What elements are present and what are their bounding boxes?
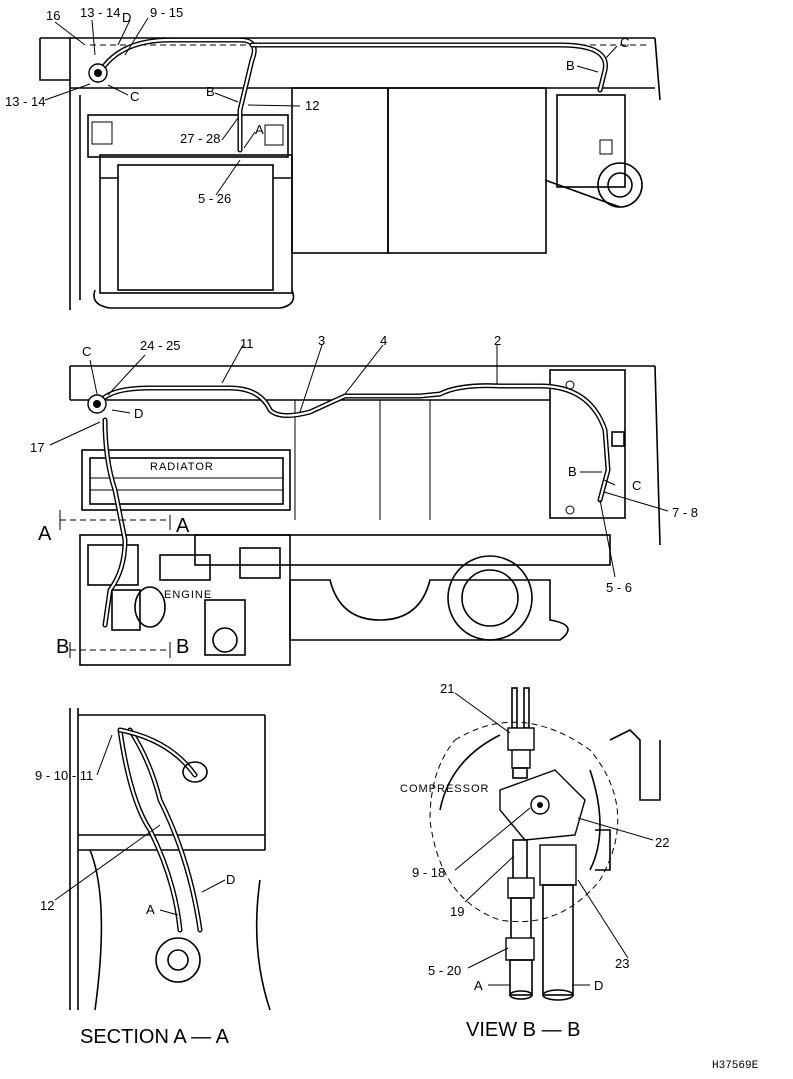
callout-27-28: 27 - 28 <box>180 131 220 146</box>
callout-c-top: C <box>130 89 139 104</box>
radiator-label: RADIATOR <box>150 461 214 473</box>
callout-c-right: C <box>620 35 629 50</box>
section-marker-b-right: B <box>176 636 189 658</box>
drawing-number: H37569E <box>712 1060 759 1072</box>
callout-a-view: A <box>474 978 483 993</box>
callout-d-section: D <box>226 872 235 887</box>
callout-23: 23 <box>615 956 629 971</box>
callout-9-10-11: 9 - 10 - 11 <box>35 768 93 783</box>
callout-b-top: B <box>206 84 215 99</box>
callout-c-side: C <box>82 344 91 359</box>
callout-5-6: 5 - 6 <box>606 580 632 595</box>
callout-22: 22 <box>655 835 669 850</box>
section-marker-b-left: B <box>56 636 69 658</box>
callout-d-side: D <box>134 406 143 421</box>
callout-13-14-top: 13 - 14 <box>80 5 120 20</box>
callout-2: 2 <box>494 333 501 348</box>
callout-7-8: 7 - 8 <box>672 505 698 520</box>
view-b-b: 21 22 9 - 18 19 23 5 - 20 A D COMPRESSOR… <box>400 681 669 1041</box>
view-b-b-title: VIEW B — B <box>466 1019 580 1041</box>
callout-24-25: 24 - 25 <box>140 338 180 353</box>
section-marker-a-right: A <box>176 515 190 537</box>
callout-12-top: 12 <box>305 98 319 113</box>
engine-label: ENGINE <box>164 589 212 601</box>
callout-5-26: 5 - 26 <box>198 191 231 206</box>
callout-9-18: 9 - 18 <box>412 865 445 880</box>
callout-d-view: D <box>594 978 603 993</box>
callout-3: 3 <box>318 333 325 348</box>
top-view: 16 13 - 14 D 9 - 15 13 - 14 C B 12 27 - … <box>5 5 661 310</box>
side-view: C 24 - 25 11 3 4 2 D 17 B C 7 - 8 5 - 6 … <box>30 333 698 666</box>
callout-13-14-left: 13 - 14 <box>5 94 45 109</box>
callout-5-20: 5 - 20 <box>428 963 461 978</box>
section-a-a-title: SECTION A — A <box>80 1026 230 1048</box>
callout-d-top: D <box>122 10 131 25</box>
section-a-a: 9 - 10 - 11 12 D A SECTION A — A <box>35 708 271 1048</box>
callout-16: 16 <box>46 8 60 23</box>
callout-a-top: A <box>255 122 264 137</box>
callout-21: 21 <box>440 681 454 696</box>
callout-11: 11 <box>240 336 254 351</box>
section-marker-a-left: A <box>38 523 52 545</box>
callout-b-side: B <box>568 464 577 479</box>
callout-a-section: A <box>146 902 155 917</box>
callout-17: 17 <box>30 440 44 455</box>
compressor-label: COMPRESSOR <box>400 783 489 795</box>
callout-12-section: 12 <box>40 898 54 913</box>
callout-c-side-right: C <box>632 478 641 493</box>
callout-9-15: 9 - 15 <box>150 5 183 20</box>
callout-b-right: B <box>566 58 575 73</box>
callout-19: 19 <box>450 904 464 919</box>
callout-4: 4 <box>380 333 387 348</box>
